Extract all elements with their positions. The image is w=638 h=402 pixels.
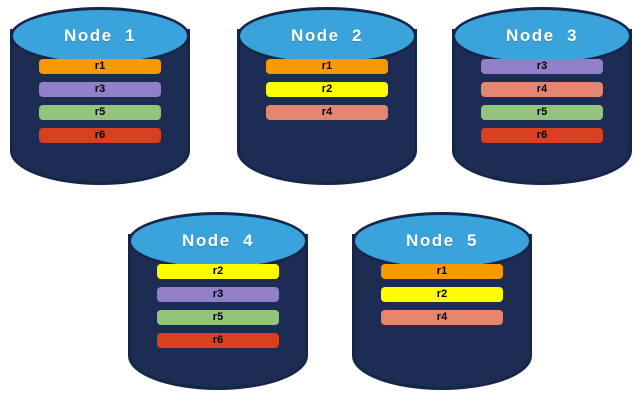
- replica-bar[interactable]: r6: [39, 128, 161, 143]
- replica-bar[interactable]: r2: [266, 82, 388, 97]
- replica-bar[interactable]: r2: [381, 287, 503, 302]
- replica-stack: r1 r3 r5 r6: [10, 59, 190, 143]
- replica-bar[interactable]: r1: [266, 59, 388, 74]
- node-label: Node 3: [506, 26, 578, 45]
- replica-bar[interactable]: r6: [157, 333, 279, 348]
- replica-bar[interactable]: r4: [266, 105, 388, 120]
- node-label: Node 1: [64, 26, 136, 45]
- replica-bar[interactable]: r4: [381, 310, 503, 325]
- replica-bar[interactable]: r1: [39, 59, 161, 74]
- replica-bar[interactable]: r3: [157, 287, 279, 302]
- cylinder-top-ellipse: [237, 7, 417, 65]
- database-node-5[interactable]: Node 5 r1 r2 r4: [352, 212, 532, 390]
- replica-stack: r2 r3 r5 r6: [128, 264, 308, 348]
- cylinder-top-ellipse: [10, 7, 190, 65]
- replica-stack: r1 r2 r4: [237, 59, 417, 120]
- replica-bar[interactable]: r5: [39, 105, 161, 120]
- replica-bar[interactable]: r3: [481, 59, 603, 74]
- replica-bar[interactable]: r5: [157, 310, 279, 325]
- replica-stack: r3 r4 r5 r6: [452, 59, 632, 143]
- replica-bar[interactable]: r2: [157, 264, 279, 279]
- database-node-1[interactable]: Node 1 r1 r3 r5 r6: [10, 7, 190, 185]
- replica-bar[interactable]: r3: [39, 82, 161, 97]
- replica-bar[interactable]: r5: [481, 105, 603, 120]
- node-label: Node 2: [291, 26, 363, 45]
- database-node-4[interactable]: Node 4 r2 r3 r5 r6: [128, 212, 308, 390]
- replica-bar[interactable]: r4: [481, 82, 603, 97]
- database-node-3[interactable]: Node 3 r3 r4 r5 r6: [452, 7, 632, 185]
- node-label: Node 5: [406, 231, 478, 250]
- replica-bar[interactable]: r1: [381, 264, 503, 279]
- node-label: Node 4: [182, 231, 254, 250]
- replica-bar[interactable]: r6: [481, 128, 603, 143]
- database-node-2[interactable]: Node 2 r1 r2 r4: [237, 7, 417, 185]
- cylinder-top-ellipse: [128, 212, 308, 270]
- replica-stack: r1 r2 r4: [352, 264, 532, 325]
